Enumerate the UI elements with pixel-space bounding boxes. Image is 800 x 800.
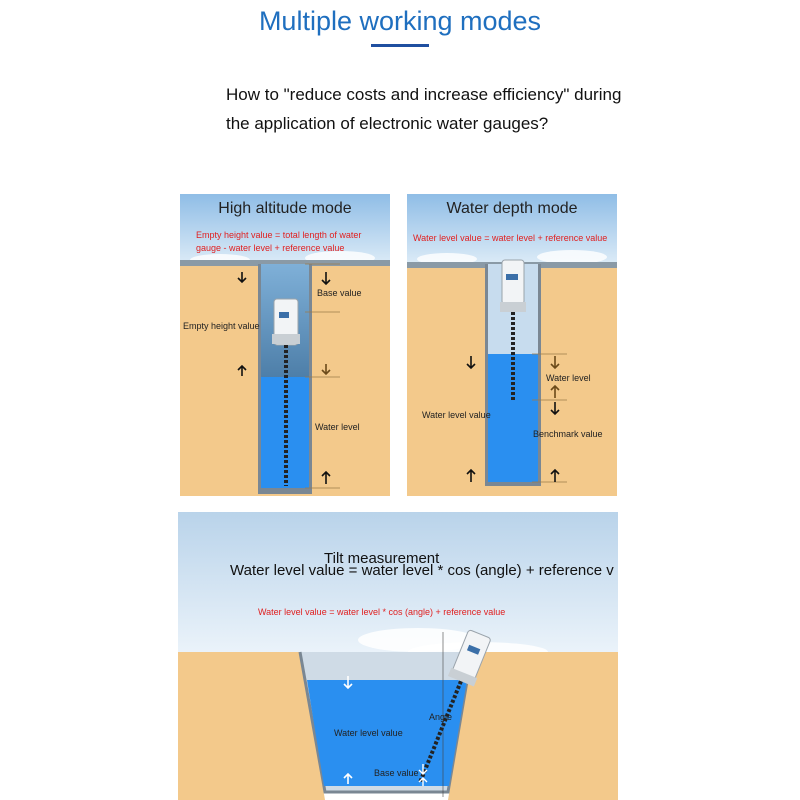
panel-high-altitude: High altitude mode Empty height value = …	[180, 194, 390, 496]
high-altitude-illustration	[180, 194, 390, 496]
question-line-1: How to "reduce costs and increase effici…	[226, 85, 622, 104]
question-text: How to "reduce costs and increase effici…	[226, 80, 646, 138]
tilt-subtitle: Water level value = water level * cos (a…	[230, 562, 614, 579]
label-water-level-value: Water level value	[334, 728, 403, 738]
label-base-value: Base value	[374, 768, 419, 778]
panel-water-depth: Water depth mode Water level value = wat…	[407, 194, 617, 496]
label-base-value: Base value	[317, 288, 362, 298]
label-water-level-value: Water level value	[422, 410, 491, 420]
high-altitude-title: High altitude mode	[218, 200, 352, 217]
label-benchmark-value: Benchmark value	[533, 429, 603, 439]
label-water-level: Water level	[315, 422, 360, 432]
label-empty-height: Empty height value	[183, 321, 260, 331]
label-angle: Angle	[429, 712, 453, 722]
title-underline	[371, 44, 429, 47]
water-depth-illustration	[407, 194, 617, 496]
label-water-level: Water level	[546, 373, 591, 383]
tilt-formula: Water level value = water level * cos (a…	[258, 607, 506, 617]
high-altitude-formula-line-2: gauge - water level + reference value	[196, 243, 345, 253]
tilt-title: Tilt measurement	[324, 550, 440, 567]
tilt-illustration	[178, 512, 618, 800]
water-depth-formula: Water level value = water level + refere…	[413, 233, 608, 243]
high-altitude-formula: Empty height value = total length of wat…	[196, 229, 386, 255]
water-depth-title: Water depth mode	[446, 200, 578, 217]
high-altitude-formula-line-1: Empty height value = total length of wat…	[196, 230, 362, 240]
question-line-2: the application of electronic water gaug…	[226, 114, 549, 133]
page-title: Multiple working modes	[258, 6, 542, 36]
panel-tilt-measurement: Tilt measurement Water level value = wat…	[178, 512, 618, 800]
